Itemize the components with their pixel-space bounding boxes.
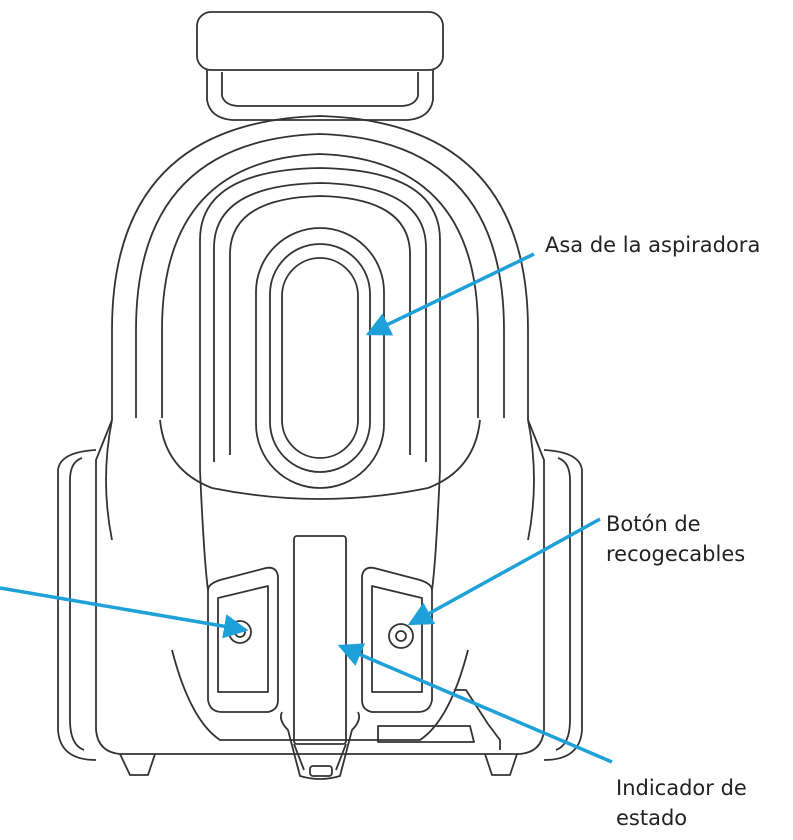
label-status: Indicador de estado bbox=[616, 773, 747, 833]
vacuum-handle bbox=[255, 227, 385, 489]
status-column bbox=[279, 535, 361, 780]
vacuum-lower-body bbox=[95, 419, 545, 776]
arrow-cable-button bbox=[407, 517, 601, 626]
label-cable-line-2: recogecables bbox=[606, 542, 746, 566]
label-cable-button: Botón de recogecables bbox=[606, 509, 745, 569]
left-side-panel bbox=[207, 566, 279, 713]
arrow-left-button bbox=[0, 586, 249, 639]
label-cable-line-1: Botón de bbox=[606, 512, 701, 536]
vacuum-top-cap bbox=[196, 11, 444, 121]
arrow-status bbox=[337, 643, 613, 764]
label-handle-text: Asa de la aspiradora bbox=[545, 233, 761, 257]
vacuum-contours bbox=[171, 469, 469, 741]
right-side-panel bbox=[361, 566, 433, 713]
label-status-line-2: estado bbox=[616, 806, 688, 830]
vacuum-wheels bbox=[57, 449, 583, 761]
vacuum-outline bbox=[57, 11, 583, 780]
arrow-handle bbox=[365, 252, 535, 336]
lower-right-detail bbox=[377, 689, 501, 750]
vacuum-dome bbox=[111, 115, 529, 470]
label-handle: Asa de la aspiradora bbox=[545, 230, 760, 260]
label-status-line-1: Indicador de bbox=[616, 776, 747, 800]
